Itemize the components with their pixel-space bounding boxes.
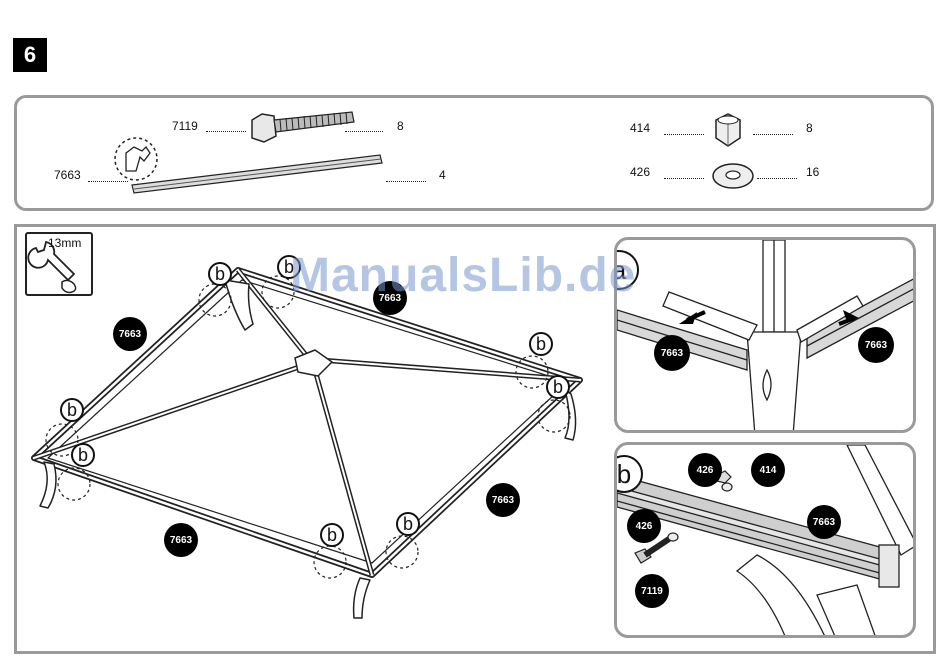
beam-label: 7663	[113, 317, 147, 351]
washer-label: 426	[627, 509, 661, 543]
part-number-washer: 426	[630, 165, 650, 179]
rail-profile-icon	[112, 135, 384, 197]
part-number-rail: 7663	[54, 168, 81, 182]
quantity-bolt: 8	[397, 119, 404, 133]
quantity-nut: 8	[806, 121, 813, 135]
nut-label: 414	[751, 453, 785, 487]
detail-b-marker: b	[71, 443, 95, 467]
detail-b-marker: b	[60, 398, 84, 422]
leader-line	[664, 178, 704, 179]
detail-b-marker: b	[546, 375, 570, 399]
beam-label: 7663	[858, 327, 894, 363]
detail-b-marker: b	[320, 523, 344, 547]
quantity-washer: 16	[806, 165, 819, 179]
quantity-rail: 4	[439, 168, 446, 182]
leader-line	[386, 181, 426, 182]
detail-b-marker: b	[396, 512, 420, 536]
part-number-bolt: 7119	[172, 119, 198, 133]
nut-icon	[710, 110, 746, 150]
part-number-nut: 414	[630, 121, 650, 135]
leader-line	[345, 131, 383, 132]
beam-label: 7663	[654, 335, 690, 371]
leader-line	[757, 178, 797, 179]
step-number-badge: 6	[13, 38, 47, 72]
washer-icon	[710, 160, 756, 192]
leader-line	[753, 134, 793, 135]
watermark-text: ManualsLib.de	[290, 248, 636, 303]
washer-label: 426	[688, 453, 722, 487]
beam-label: 7663	[486, 483, 520, 517]
detail-b-marker: b	[208, 262, 232, 286]
leader-line	[664, 134, 704, 135]
detail-b-marker: b	[529, 332, 553, 356]
bolt-label: 7119	[635, 574, 669, 608]
detail-a-panel: a 7663 7663	[614, 237, 916, 433]
beam-label: 7663	[807, 505, 841, 539]
leader-line	[206, 131, 246, 132]
beam-label: 7663	[164, 523, 198, 557]
detail-b-panel: b 426 414 7663 426 7119	[614, 442, 916, 638]
